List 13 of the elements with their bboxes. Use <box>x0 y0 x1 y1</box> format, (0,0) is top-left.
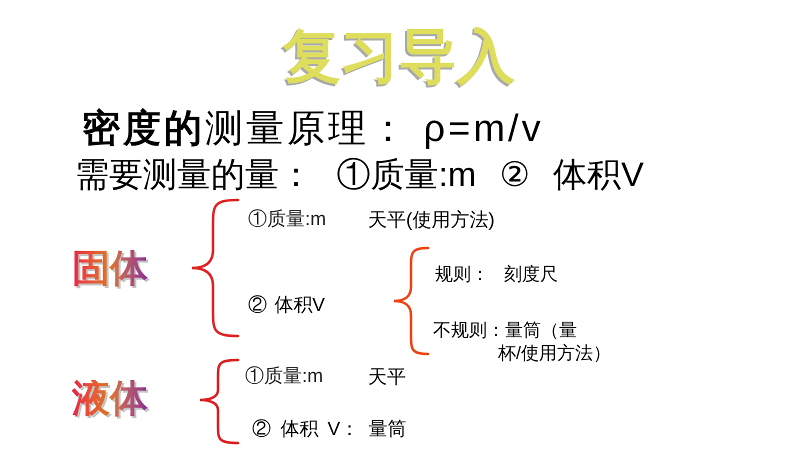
irregular-method-text: 不规则：量筒（量杯/使用方法） <box>433 320 612 363</box>
category-heading: 液体 <box>72 380 148 418</box>
tool-text: 天平(使用方法) <box>368 211 495 230</box>
volume-item: ② 体积 V： 量筒 <box>252 420 407 439</box>
mass-item: ①质量:m <box>245 367 324 386</box>
slide-title: 复习导入 <box>283 28 515 86</box>
category-heading: 固体 <box>72 250 148 288</box>
principle-formula: 密度的测量原理： ρ=m/v <box>82 110 544 148</box>
quantities-line: 需要测量的量： ①质量:m ② 体积V <box>75 158 644 192</box>
tool-text: 天平 <box>368 368 406 387</box>
mass-item: ①质量:m <box>248 210 326 229</box>
volume-item: ② 体积V <box>248 296 325 315</box>
regular-method-text: 规则： 刻度尺 <box>435 265 558 283</box>
